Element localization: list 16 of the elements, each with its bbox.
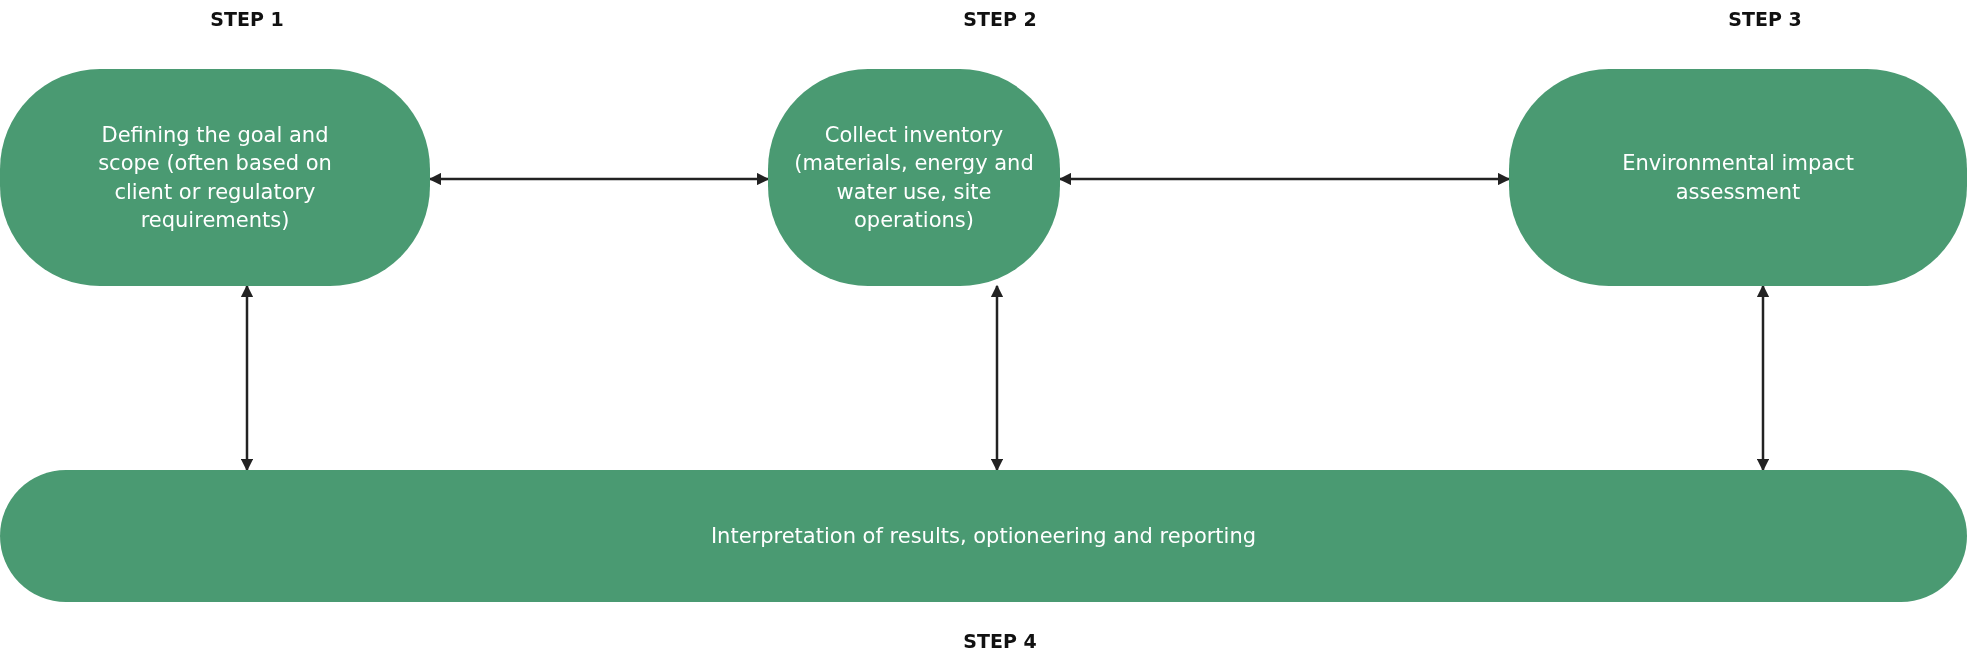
double-arrow (990, 284, 1004, 472)
step-description: Collect inventory (materials, energy and water use, site operations) (793, 121, 1035, 234)
step-heading: STEP 2 (963, 8, 1037, 30)
step-description: Defining the goal and scope (often based on client or regulatory requirements) (97, 121, 333, 234)
double-arrow (240, 284, 254, 472)
step-description: Environmental impact assessment (1621, 150, 1855, 206)
step-heading: STEP 1 (210, 8, 284, 30)
double-arrow (428, 172, 770, 186)
process-pill (1509, 69, 1967, 286)
process-pill (0, 69, 430, 286)
process-band (0, 470, 1967, 602)
step-description: Interpretation of results, optioneering and reporting (710, 522, 1257, 550)
double-arrow (1058, 172, 1511, 186)
step-heading: STEP 3 (1728, 8, 1802, 30)
double-arrow (1756, 284, 1770, 472)
step-heading: STEP 4 (963, 630, 1037, 652)
